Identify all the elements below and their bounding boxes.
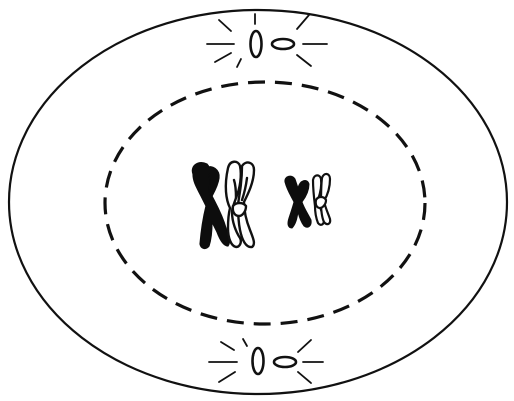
- centriole: [274, 357, 296, 367]
- centriole: [253, 348, 264, 374]
- centriole: [272, 39, 294, 49]
- centriole: [251, 31, 262, 57]
